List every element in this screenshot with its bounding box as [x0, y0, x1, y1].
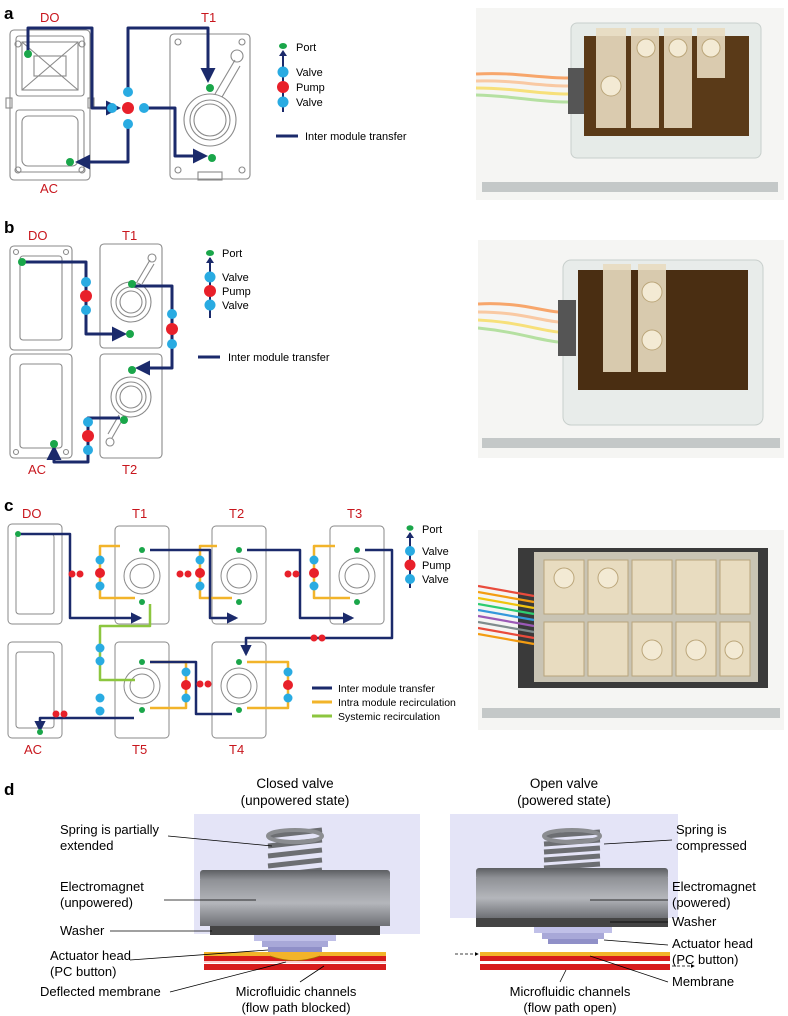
- svg-text:(powered state): (powered state): [517, 793, 611, 808]
- svg-text:DO: DO: [22, 506, 42, 521]
- module-label-ac: AC: [40, 181, 58, 196]
- svg-text:Inter module transfer: Inter module transfer: [228, 352, 330, 364]
- panel-b-diagram: DO AC T1 T2 Port Valve Pump Valve Inter …: [9, 228, 330, 477]
- svg-text:Port: Port: [422, 524, 442, 536]
- module-t2: [99, 353, 163, 459]
- svg-text:T2: T2: [229, 506, 244, 521]
- svg-text:Washer: Washer: [60, 923, 105, 938]
- legend-b: Port Valve Pump Valve Inter module trans…: [198, 248, 330, 364]
- svg-text:Deflected membrane: Deflected membrane: [40, 984, 161, 999]
- svg-text:(unpowered): (unpowered): [60, 895, 133, 910]
- panel-d-valve-diagram: Closed valve (unpowered state) Spring is…: [40, 776, 756, 1015]
- svg-text:(powered): (powered): [672, 895, 731, 910]
- pump-icon: [122, 102, 134, 114]
- svg-text:T4: T4: [229, 742, 244, 757]
- svg-text:Washer: Washer: [672, 914, 717, 929]
- valve-icon: [123, 87, 133, 97]
- device-photo-c: [478, 530, 784, 730]
- svg-text:(PC button): (PC button): [50, 964, 116, 979]
- svg-text:Valve: Valve: [222, 272, 249, 284]
- svg-text:Pump: Pump: [422, 560, 451, 572]
- svg-text:Open valve: Open valve: [530, 776, 598, 791]
- valve-icon: [123, 119, 133, 129]
- svg-text:Pump: Pump: [296, 82, 325, 94]
- svg-text:Systemic recirculation: Systemic recirculation: [338, 711, 440, 723]
- valve-icon: [107, 103, 117, 113]
- svg-text:Spring is partially: Spring is partially: [60, 822, 159, 837]
- svg-text:T1: T1: [122, 228, 137, 243]
- port-icon: [206, 84, 214, 92]
- panel-letter-d: d: [4, 780, 15, 799]
- valve-icon: [139, 103, 149, 113]
- module-do: [9, 245, 73, 351]
- svg-text:(unpowered state): (unpowered state): [241, 793, 350, 808]
- svg-text:(PC button): (PC button): [672, 952, 738, 967]
- svg-text:T5: T5: [132, 742, 147, 757]
- svg-text:T2: T2: [122, 462, 137, 477]
- svg-text:Valve: Valve: [222, 300, 249, 312]
- svg-text:Closed valve: Closed valve: [256, 776, 333, 791]
- module-label-t1: T1: [201, 10, 216, 25]
- panel-letter-b: b: [4, 218, 15, 237]
- device-photo-b: [478, 240, 784, 458]
- svg-text:Microfluidic channels: Microfluidic channels: [510, 984, 631, 999]
- svg-text:Valve: Valve: [422, 546, 449, 558]
- svg-text:Actuator head: Actuator head: [672, 936, 753, 951]
- port-icon: [208, 154, 216, 162]
- valves-pumps-c: [52, 555, 326, 718]
- svg-text:Spring is: Spring is: [676, 822, 727, 837]
- port-icon: [66, 158, 74, 166]
- svg-text:Port: Port: [222, 248, 242, 260]
- panel-letter-c: c: [4, 496, 14, 515]
- svg-text:Valve: Valve: [296, 67, 323, 79]
- panel-c-diagram: DO AC T1 T2 T3 T4 T5 Port Valve Pump Val…: [7, 506, 456, 757]
- module-label-do: DO: [40, 10, 60, 25]
- legend-c: Port Valve Pump Valve Inter module trans…: [312, 524, 456, 723]
- svg-text:Pump: Pump: [222, 286, 251, 298]
- svg-text:(flow path open): (flow path open): [523, 1000, 616, 1015]
- svg-text:Actuator head: Actuator head: [50, 948, 131, 963]
- svg-text:Inter module transfer: Inter module transfer: [338, 683, 435, 695]
- modules-c: [7, 523, 385, 739]
- svg-text:Port: Port: [296, 42, 316, 54]
- panel-a-diagram: DO AC T1 Port Valve Pump Valve Inter mod…: [5, 10, 407, 196]
- svg-text:Valve: Valve: [296, 97, 323, 109]
- svg-text:Electromagnet: Electromagnet: [672, 879, 756, 894]
- svg-text:Intra module recirculation: Intra module recirculation: [338, 697, 456, 709]
- panel-letter-a: a: [4, 4, 14, 23]
- svg-text:extended: extended: [60, 838, 114, 853]
- svg-text:Inter module transfer: Inter module transfer: [305, 131, 407, 143]
- module-ac: [9, 353, 73, 459]
- svg-text:T3: T3: [347, 506, 362, 521]
- svg-text:DO: DO: [28, 228, 48, 243]
- legend-a: Port Valve Pump Valve Inter module trans…: [276, 42, 407, 143]
- svg-text:Valve: Valve: [422, 574, 449, 586]
- device-photo-a: [476, 8, 784, 200]
- svg-text:Electromagnet: Electromagnet: [60, 879, 144, 894]
- svg-text:AC: AC: [28, 462, 46, 477]
- module-do-ac: [5, 29, 95, 181]
- open-valve: Open valve (powered state) Spring is com…: [450, 776, 756, 1015]
- svg-text:Membrane: Membrane: [672, 974, 734, 989]
- svg-text:T1: T1: [132, 506, 147, 521]
- port-icon: [24, 50, 32, 58]
- svg-text:Microfluidic channels: Microfluidic channels: [236, 984, 357, 999]
- closed-valve: Closed valve (unpowered state) Spring is…: [40, 776, 420, 1015]
- svg-text:AC: AC: [24, 742, 42, 757]
- module-t1: [99, 243, 163, 349]
- svg-text:(flow path blocked): (flow path blocked): [241, 1000, 350, 1015]
- svg-text:compressed: compressed: [676, 838, 747, 853]
